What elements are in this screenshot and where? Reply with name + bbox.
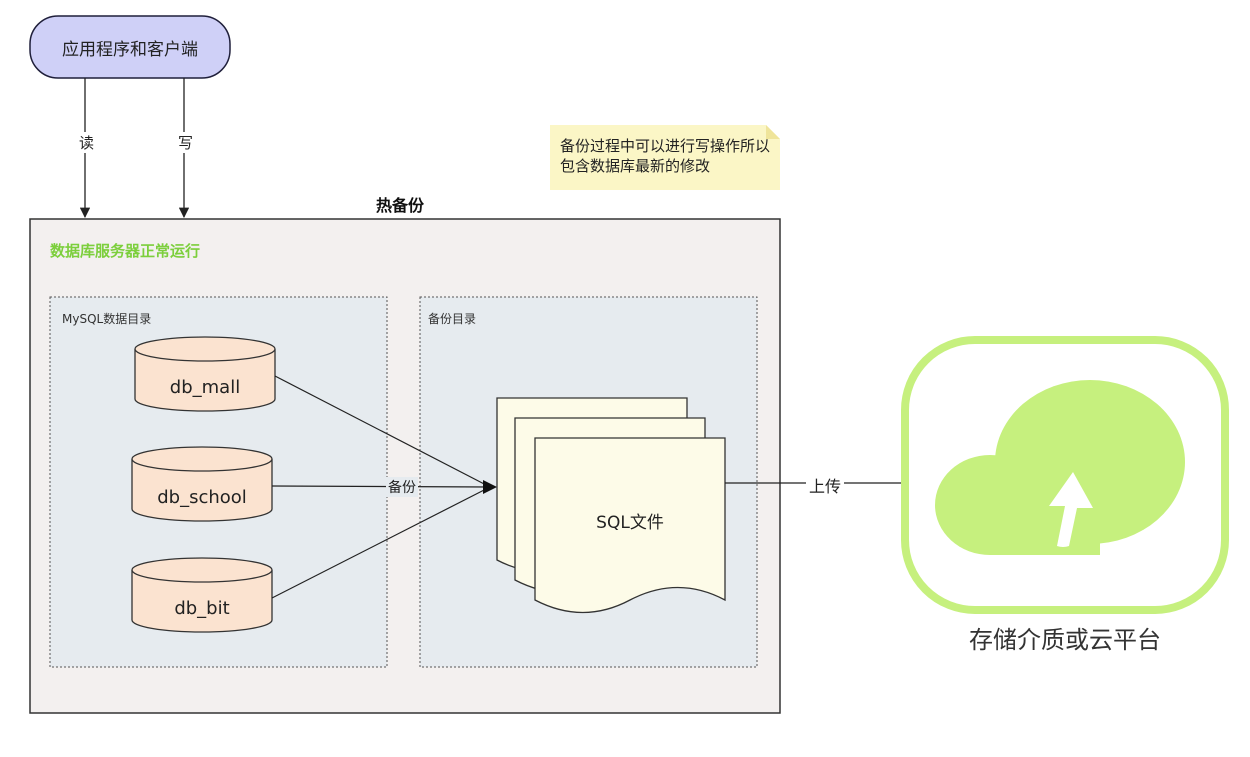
edge-backup-school	[271, 485, 491, 488]
hot-backup-title: 热备份	[375, 196, 424, 215]
edge-backup-mall	[274, 375, 491, 488]
note-fold	[766, 125, 780, 139]
cloud-upload-icon	[901, 336, 1229, 614]
backup-dir-title: 备份目录	[428, 312, 477, 326]
db-cylinder-school	[131, 446, 273, 522]
storage-label: 存储介质或云平台	[969, 626, 1161, 654]
db-label-school: db_school	[157, 487, 247, 508]
edge-write-label: 写	[176, 132, 196, 153]
client-label: 应用程序和客户端	[62, 39, 198, 60]
db-label-bit: db_bit	[174, 598, 230, 619]
server-title: 数据库服务器正常运行	[50, 242, 201, 260]
edge-read-label: 读	[77, 132, 97, 153]
note-shape	[550, 125, 780, 190]
mysql-dir-title: MySQL数据目录	[62, 312, 152, 326]
db-cylinder-bit	[131, 557, 273, 633]
note-text: 备份过程中可以进行写操作所以包含数据库最新的修改	[560, 137, 771, 175]
edge-upload-label: 上传	[806, 473, 845, 497]
sql-file-stack	[496, 397, 726, 614]
db-label-mall: db_mall	[169, 377, 241, 398]
db-cylinder-mall	[134, 336, 276, 412]
edge-backup-arrowhead	[483, 480, 497, 494]
edge-backup-bit	[271, 486, 491, 599]
edge-backup-label: 备份	[386, 477, 418, 497]
sql-file-label: SQL文件	[596, 513, 664, 533]
client-node	[29, 15, 231, 79]
